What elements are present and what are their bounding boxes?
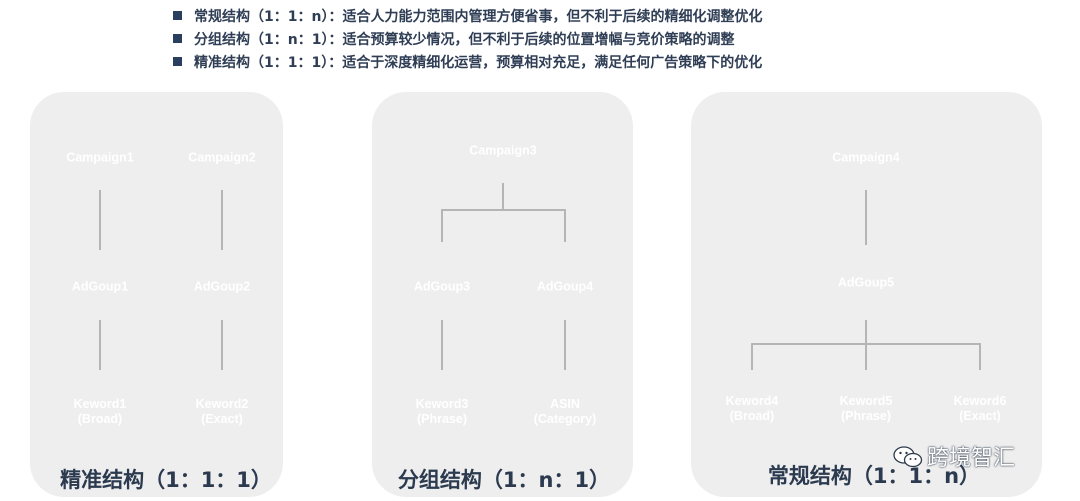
bullet-item: 常规结构（1：1：n）：适合人力能力范围内管理方便省事，但不利于后续的精细化调整… — [173, 6, 762, 29]
wechat-icon — [893, 445, 923, 475]
bullet-item: 分组结构（1：n：1）：适合预算较少情况，但不利于后续的位置增幅与竞价策略的调整 — [173, 29, 762, 52]
bullet-square-icon — [173, 57, 182, 66]
legend-bullets: 常规结构（1：1：n）：适合人力能力范围内管理方便省事，但不利于后续的精细化调整… — [173, 6, 762, 75]
bullet-square-icon — [173, 11, 182, 20]
watermark-text: 跨境智汇 — [927, 446, 1016, 471]
bullet-square-icon — [173, 34, 182, 43]
panel-title-precise: 精准结构（1：1：1） — [60, 468, 272, 492]
watermark: 跨境智汇 — [893, 440, 1015, 475]
bullet-item: 精准结构（1：1：1）：适合于深度精细化运营，预算相对充足，满足任何广告策略下的… — [173, 52, 762, 75]
panel-title-regular: 常规结构（1：1：n） — [767, 464, 981, 488]
panel-title-grouped: 分组结构（1：n：1） — [397, 468, 611, 492]
